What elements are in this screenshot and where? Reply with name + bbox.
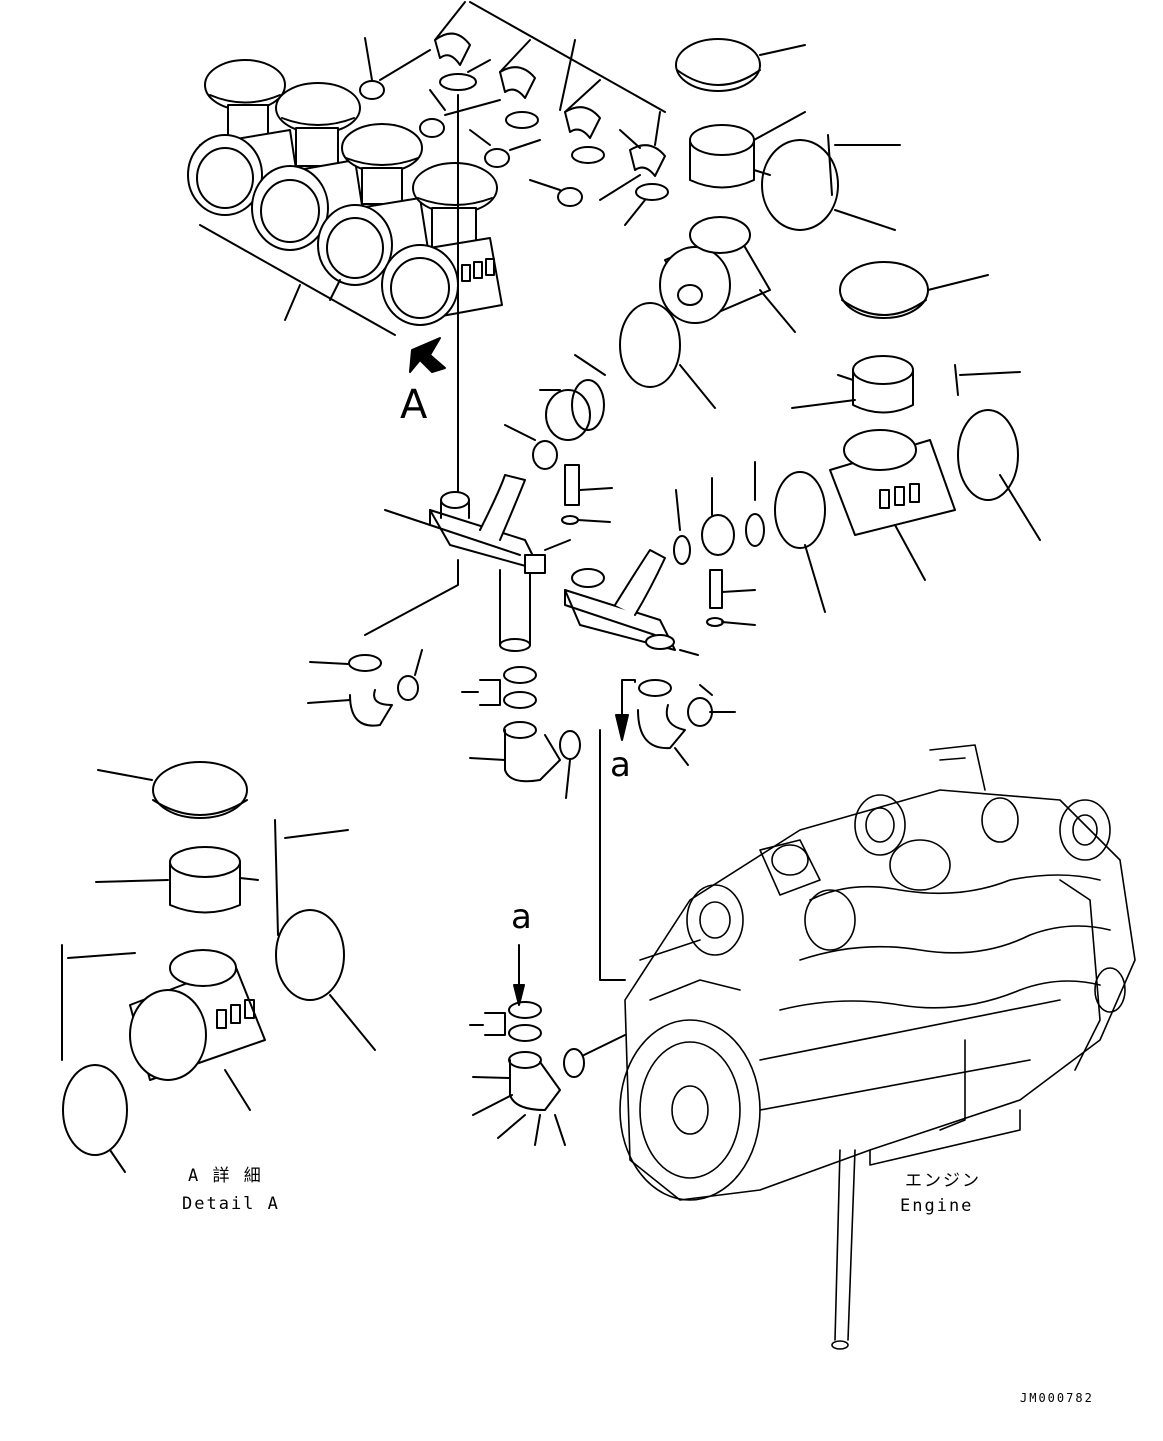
engine-en-label: Engine [900, 1196, 974, 1216]
lower-pipe-group [307, 649, 736, 981]
detail-a-en-label: Detail A [182, 1194, 280, 1214]
exploded-air-cleaner-right [673, 261, 1041, 613]
engine-jp-label: エンジン [905, 1171, 981, 1191]
exploded-air-cleaner-upper [504, 38, 901, 470]
intake-manifold-left [364, 464, 613, 652]
air-cleaner-assembly-group [187, 59, 503, 373]
air-cleaner-3 [317, 123, 431, 286]
ref-a-lower-label: a [511, 897, 532, 937]
elbow-hose-group [359, 1, 669, 506]
air-cleaner-4 [381, 162, 503, 326]
view-a-label: A [400, 382, 428, 428]
ref-a-upper-label: a [610, 745, 631, 785]
intake-manifold-right [564, 549, 756, 656]
detail-a-group [61, 761, 376, 1173]
engine-illustration [619, 744, 1136, 1350]
air-cleaner-2 [251, 82, 366, 251]
detail-a-jp-label: A 詳 細 [188, 1166, 263, 1186]
lower-elbow-group [469, 944, 626, 1146]
drawing-id: JM000782 [1020, 1391, 1094, 1405]
